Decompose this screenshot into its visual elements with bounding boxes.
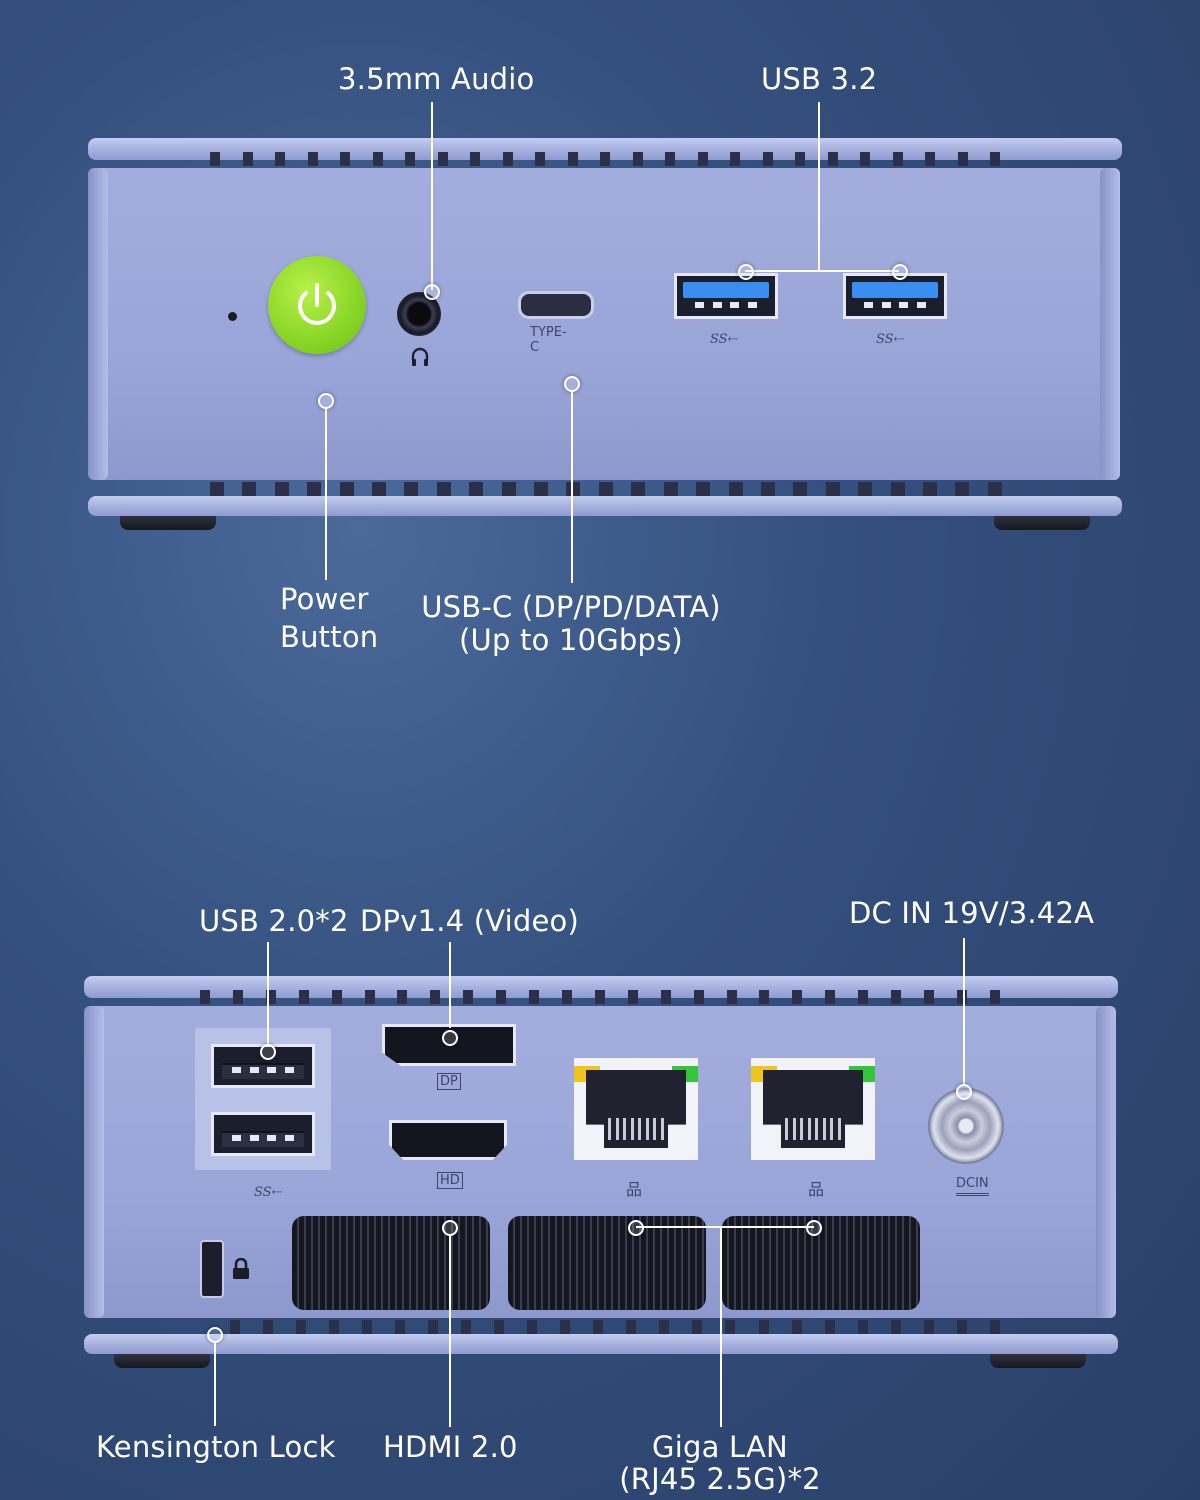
usb-2-port-bottom[interactable] bbox=[211, 1112, 315, 1156]
rear-foot-right bbox=[990, 1354, 1086, 1368]
rear-left-edge bbox=[84, 1006, 104, 1318]
lan-label-line2: (RJ45 2.5G)*2 bbox=[619, 1462, 821, 1496]
hdmi-label: HDMI 2.0 bbox=[383, 1430, 518, 1464]
usb20-label: USB 2.0*2 bbox=[199, 904, 349, 938]
vent-grille-left bbox=[292, 1216, 490, 1310]
usb-c-port[interactable] bbox=[518, 291, 594, 319]
kensington-label: Kensington Lock bbox=[96, 1430, 336, 1464]
usb32-leader-vert bbox=[818, 102, 820, 272]
rear-foot-left bbox=[114, 1354, 210, 1368]
usb-3-port-right[interactable] bbox=[843, 273, 947, 319]
usb32-marker-left bbox=[738, 264, 754, 280]
usbc-leader bbox=[571, 391, 573, 583]
front-foot-right bbox=[994, 516, 1090, 530]
kensington-marker bbox=[207, 1327, 223, 1343]
usbc-label-line2: (Up to 10Gbps) bbox=[459, 623, 683, 657]
kensington-leader bbox=[214, 1342, 216, 1426]
dcin-label: DC IN 19V/3.42A bbox=[849, 896, 1095, 930]
lan-icon-1: 品 bbox=[626, 1180, 643, 1199]
usbc-label-line1: USB-C (DP/PD/DATA) bbox=[421, 590, 721, 624]
headphone-icon bbox=[410, 346, 430, 368]
front-foot-left bbox=[120, 516, 216, 530]
rear-top-vents bbox=[200, 990, 1000, 1004]
usb-2-port-top[interactable] bbox=[211, 1044, 315, 1088]
hdmi-leader bbox=[449, 1235, 451, 1427]
usb-3-port-left[interactable] bbox=[674, 273, 778, 319]
power-label-line2: Button bbox=[280, 620, 379, 654]
superspeed-icon-right: SS⇠ bbox=[876, 332, 905, 347]
dp-leader bbox=[449, 942, 451, 1028]
superspeed-icon-left: SS⇠ bbox=[710, 332, 739, 347]
power-button[interactable] bbox=[268, 256, 366, 354]
hd-text: HD bbox=[437, 1172, 463, 1189]
power-label-line1: Power bbox=[280, 582, 369, 616]
power-marker bbox=[318, 393, 334, 409]
lock-icon bbox=[232, 1257, 250, 1285]
front-base bbox=[88, 496, 1122, 516]
dp-marker bbox=[442, 1030, 458, 1046]
superspeed-icon-rear: SS⇠ bbox=[254, 1185, 283, 1200]
status-led bbox=[228, 312, 237, 321]
rear-base bbox=[84, 1334, 1118, 1354]
lan-leader-horiz bbox=[636, 1226, 814, 1228]
audio-marker bbox=[424, 284, 440, 300]
lan-marker-right bbox=[806, 1220, 822, 1236]
hdmi-marker bbox=[442, 1220, 458, 1236]
front-bottom-vents bbox=[210, 482, 1002, 498]
usbc-marker bbox=[564, 376, 580, 392]
dp-text: DP bbox=[437, 1073, 461, 1090]
hdmi-port[interactable] bbox=[389, 1120, 507, 1160]
front-panel bbox=[90, 168, 1120, 480]
vent-grille-center bbox=[508, 1216, 706, 1310]
lan-leader-vert bbox=[720, 1227, 722, 1427]
power-leader bbox=[325, 408, 327, 580]
dcin-text: DCIN bbox=[956, 1176, 989, 1196]
lan-label-line1: Giga LAN bbox=[652, 1430, 788, 1464]
kensington-slot[interactable] bbox=[200, 1240, 224, 1298]
usb32-leader-horiz bbox=[745, 270, 899, 272]
usb20-marker bbox=[260, 1044, 276, 1060]
audio-leader bbox=[431, 102, 433, 290]
rear-right-edge bbox=[1096, 1006, 1116, 1318]
front-top-vents bbox=[210, 152, 1000, 166]
usb32-marker-right bbox=[892, 264, 908, 280]
dp-label: DPv1.4 (Video) bbox=[360, 904, 579, 938]
rear-bottom-vents bbox=[230, 1320, 1000, 1334]
typec-text: TYPE-C bbox=[530, 325, 567, 355]
lan-icon-2: 品 bbox=[808, 1180, 825, 1199]
usb32-label: USB 3.2 bbox=[761, 62, 878, 96]
lan-port-1[interactable] bbox=[574, 1058, 698, 1160]
front-left-edge bbox=[88, 168, 108, 480]
audio-label: 3.5mm Audio bbox=[338, 62, 535, 96]
lan-port-2[interactable] bbox=[751, 1058, 875, 1160]
dc-in-port[interactable] bbox=[928, 1088, 1004, 1164]
front-right-edge bbox=[1100, 168, 1120, 480]
power-icon bbox=[298, 283, 336, 325]
lan-marker-left bbox=[628, 1220, 644, 1236]
dcin-marker bbox=[956, 1084, 972, 1100]
usb20-leader bbox=[267, 942, 269, 1046]
dcin-leader bbox=[963, 938, 965, 1084]
